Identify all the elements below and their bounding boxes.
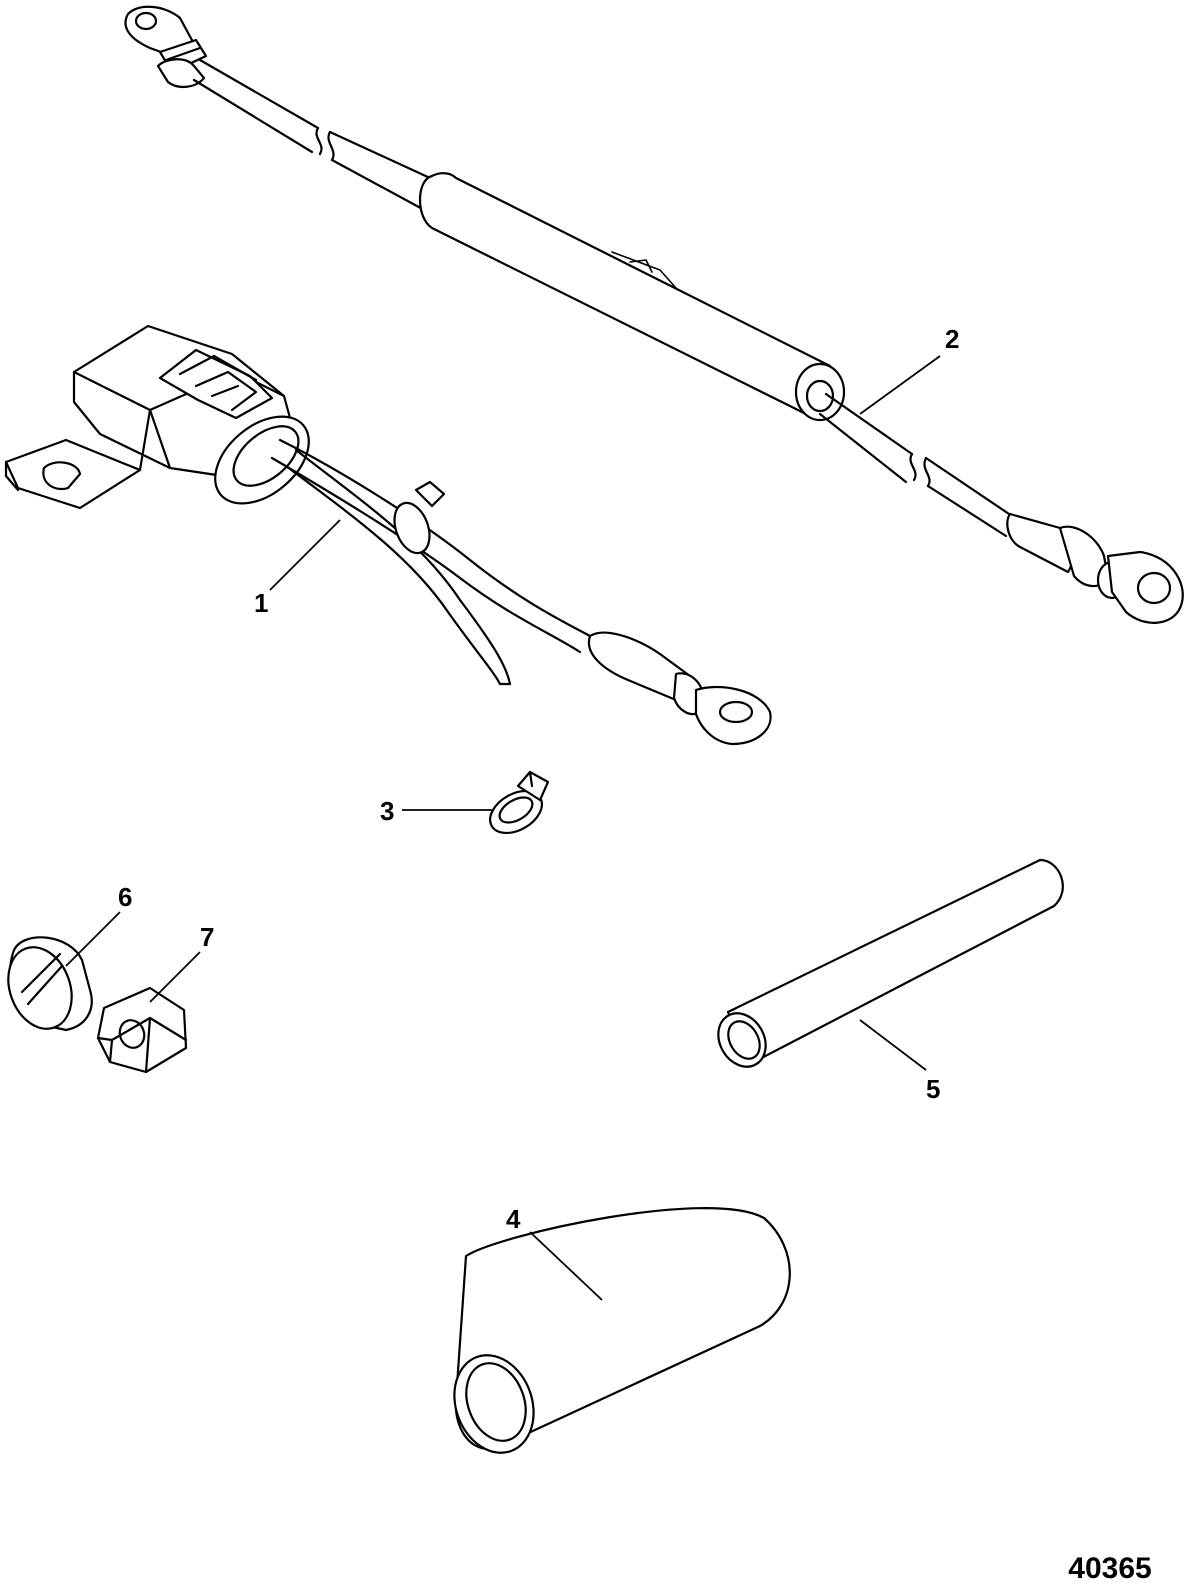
part-7-nut bbox=[96, 986, 188, 1074]
part-2-lead-with-resistor bbox=[124, 5, 1184, 624]
leader-4 bbox=[529, 1231, 603, 1301]
part-1-connector-harness bbox=[4, 324, 772, 746]
part-6-screw bbox=[7, 936, 93, 1032]
ring-terminal-top bbox=[124, 5, 208, 88]
leader-7 bbox=[149, 951, 201, 1003]
part-5-small-sleeve bbox=[717, 858, 1064, 1068]
callout-4: 4 bbox=[506, 1204, 521, 1234]
callout-2: 2 bbox=[945, 324, 959, 354]
leader-6 bbox=[65, 911, 121, 967]
callout-1: 1 bbox=[254, 588, 268, 618]
callout-7: 7 bbox=[200, 922, 214, 952]
leader-2 bbox=[859, 355, 941, 415]
leader-5 bbox=[859, 1019, 927, 1071]
part-4-large-sleeve bbox=[453, 1207, 791, 1454]
part-3-cable-tie bbox=[489, 770, 550, 835]
ring-terminal-bottom bbox=[1006, 512, 1184, 624]
inline-resistor bbox=[419, 172, 846, 422]
figure-id: 40365 bbox=[1068, 1552, 1151, 1585]
leader-1 bbox=[269, 519, 341, 591]
callout-3: 3 bbox=[380, 796, 394, 826]
callout-6: 6 bbox=[118, 882, 132, 912]
callout-5: 5 bbox=[926, 1074, 940, 1104]
